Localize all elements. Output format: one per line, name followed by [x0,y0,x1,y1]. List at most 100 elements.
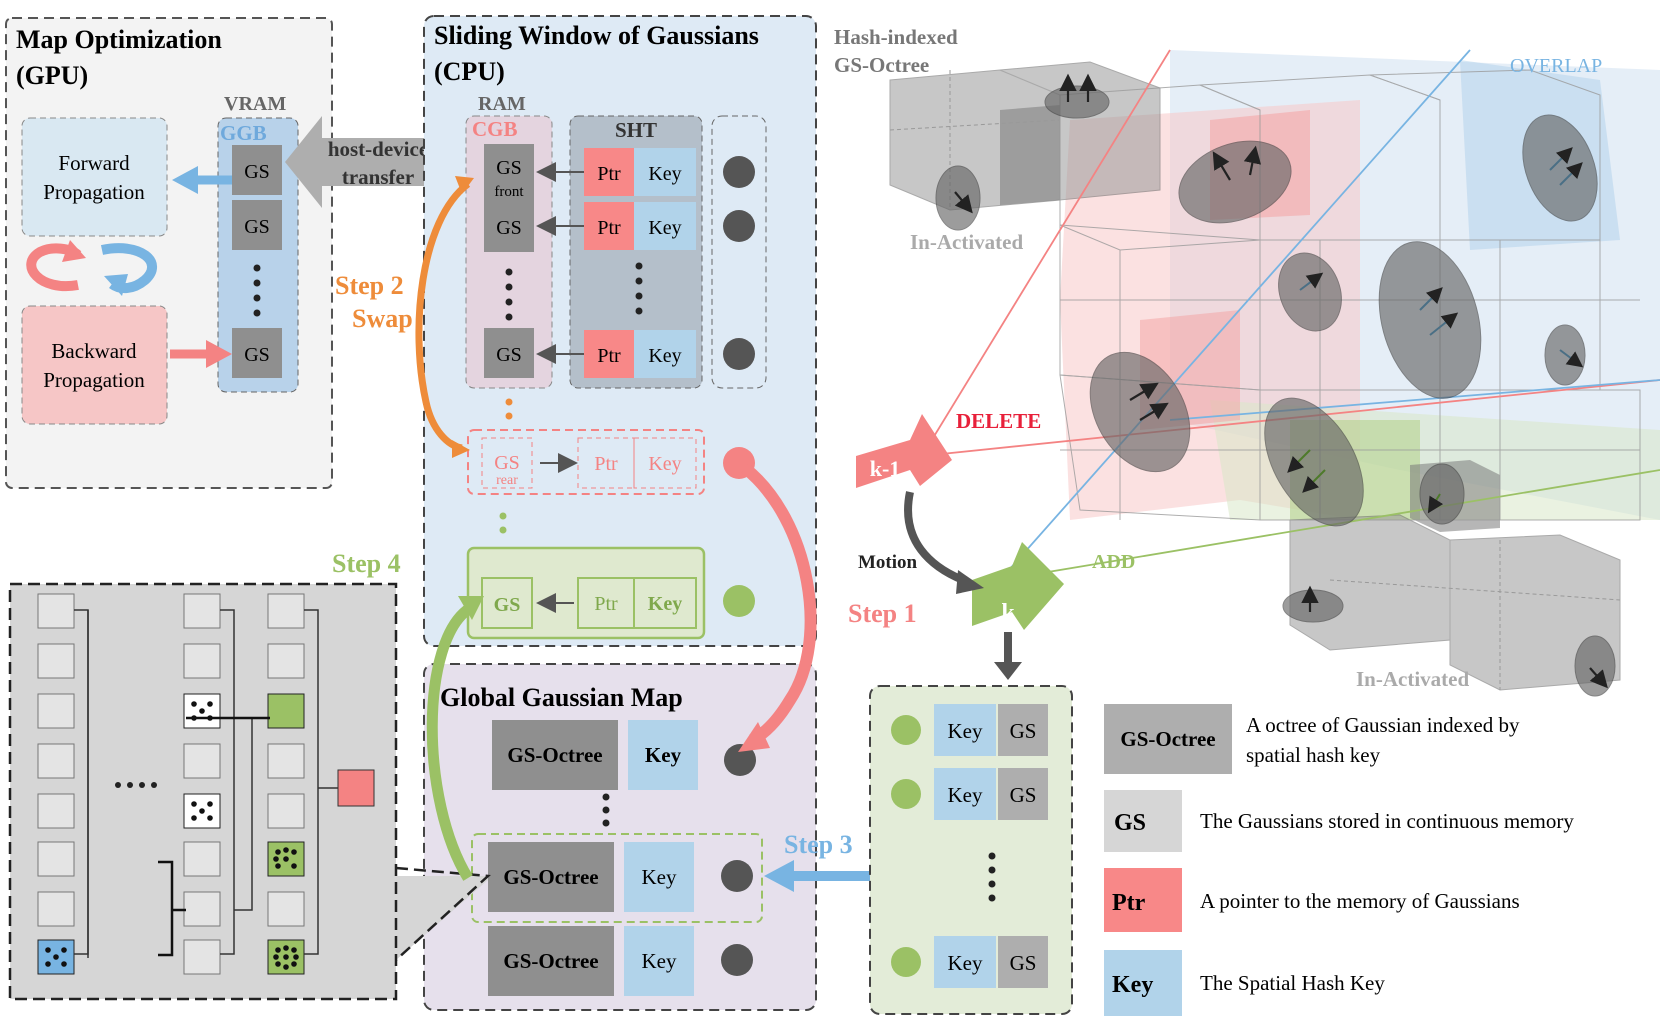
added-row: GS Ptr Key [466,546,755,640]
motion-arrow [904,491,970,586]
octree-leaf-node [37,841,75,877]
global-map-title: Global Gaussian Map [440,683,683,712]
svg-text:Motion: Motion [858,552,918,573]
map-opt-subtitle: (GPU) [16,61,88,90]
svg-text:Key: Key [648,217,681,239]
svg-text:Ptr: Ptr [597,345,621,367]
svg-text:k-1: k-1 [870,456,901,481]
map-optimization-panel: Map Optimization (GPU) VRAM GGB GS GS GS… [5,17,333,489]
hash-indexed-label: Hash-indexed [834,25,958,49]
legend-gs: GS The Gaussians stored in continuous me… [1104,790,1574,852]
gaussian-dot [45,961,51,967]
svg-text:GS: GS [1010,719,1037,743]
ggb-gs-2 [232,200,282,250]
svg-text:Ptr: Ptr [594,453,618,475]
svg-text:The Spatial Hash Key: The Spatial Hash Key [1200,971,1385,995]
svg-text:Forward: Forward [58,151,130,175]
legend-ptr: Ptr A pointer to the memory of Gaussians [1104,868,1520,932]
step2-swap-label: Swap [352,304,413,333]
svg-text:rear: rear [496,473,518,488]
step2-swap-arrow [415,181,471,452]
svg-text:Key: Key [642,949,677,973]
gaussian-dot [275,863,281,869]
cgb-gs-2 [484,202,534,252]
svg-text:Backward: Backward [51,339,137,363]
gaussian-dot [273,856,279,862]
svg-text:Key: Key [948,951,983,975]
cgb-gs-front [484,144,534,202]
step1-label: Step 1 [848,599,917,628]
svg-text:GS: GS [244,344,270,366]
gaussian-dot [283,954,289,960]
gaussian-dot [275,849,281,855]
octree-node-red [337,769,375,807]
svg-text:Propagation: Propagation [43,368,145,392]
sht-row-2: Ptr Key [584,202,696,250]
svg-text:Key: Key [648,163,681,185]
legend: GS-Octree A octree of Gaussian indexed b… [1104,704,1574,1016]
ggb-label: GGB [220,121,267,145]
step1-arrow [741,463,817,746]
gaussian-dot [291,947,297,953]
octree-leaf-node [267,593,305,629]
svg-text:GS: GS [1114,810,1146,836]
step3-label: Step 3 [784,830,853,859]
svg-text:GS: GS [494,594,521,616]
svg-text:GS-Octree: GS-Octree [503,865,598,889]
octree-leaf-node [183,593,221,629]
svg-text:SHT: SHT [615,118,657,142]
scene-3d: k-1 k Motion Hash-indexed GS-Octree OVER… [834,25,1660,697]
octree-leaf-node [183,939,221,975]
forward-arrow [172,166,198,194]
gaussian-dot [291,961,297,967]
octree-leaf-node [267,891,305,927]
octree-leaf-node [37,643,75,679]
svg-text:The Gaussians stored in contin: The Gaussians stored in continuous memor… [1200,809,1574,833]
gaussian-dot [283,945,289,951]
gaussian-dot [61,961,67,967]
octree-leaf-node [267,743,305,779]
gaussian-dot [207,815,213,821]
svg-text:Ptr: Ptr [597,217,621,239]
map-opt-title: Map Optimization [16,25,222,54]
octree-leaf-node [267,693,305,729]
svg-text:GS: GS [1010,783,1037,807]
delete-label: DELETE [956,409,1041,433]
svg-text:A pointer to the memory of Gau: A pointer to the memory of Gaussians [1200,889,1520,913]
status-column [711,115,767,389]
gaussian-dot [283,847,289,853]
gaussian-dot [283,964,289,970]
svg-text:A octree of Gaussian indexed b: A octree of Gaussian indexed by [1246,713,1520,737]
gaussian-dot [207,701,213,707]
gaussian-dot [275,947,281,953]
gaussian-dot [273,954,279,960]
svg-text:GS-Octree: GS-Octree [507,743,602,767]
gaussian-dot [291,849,297,855]
global-row-selected [471,833,763,923]
step-arrows: Step 2 Swap Step 1 Step 3 Step 4 [332,176,917,892]
camera-k: k [972,542,1064,630]
svg-text:front: front [494,184,524,200]
gaussian-dot [191,801,197,807]
step4-label: Step 4 [332,549,401,578]
gaussian-dot [53,954,59,960]
svg-text:Key: Key [645,743,682,767]
svg-text:GS-Octree: GS-Octree [834,53,929,77]
octree-leaf-node [267,643,305,679]
legend-gs-octree: GS-Octree A octree of Gaussian indexed b… [1104,704,1520,774]
svg-text:GS: GS [1010,951,1037,975]
svg-text:Ptr: Ptr [594,593,618,615]
gaussian-dot [45,947,51,953]
step3-arrow [764,860,794,892]
gaussian-dot [207,801,213,807]
svg-text:GS-Octree: GS-Octree [1120,727,1215,751]
keylist-row-3: Key GS [891,936,1048,988]
